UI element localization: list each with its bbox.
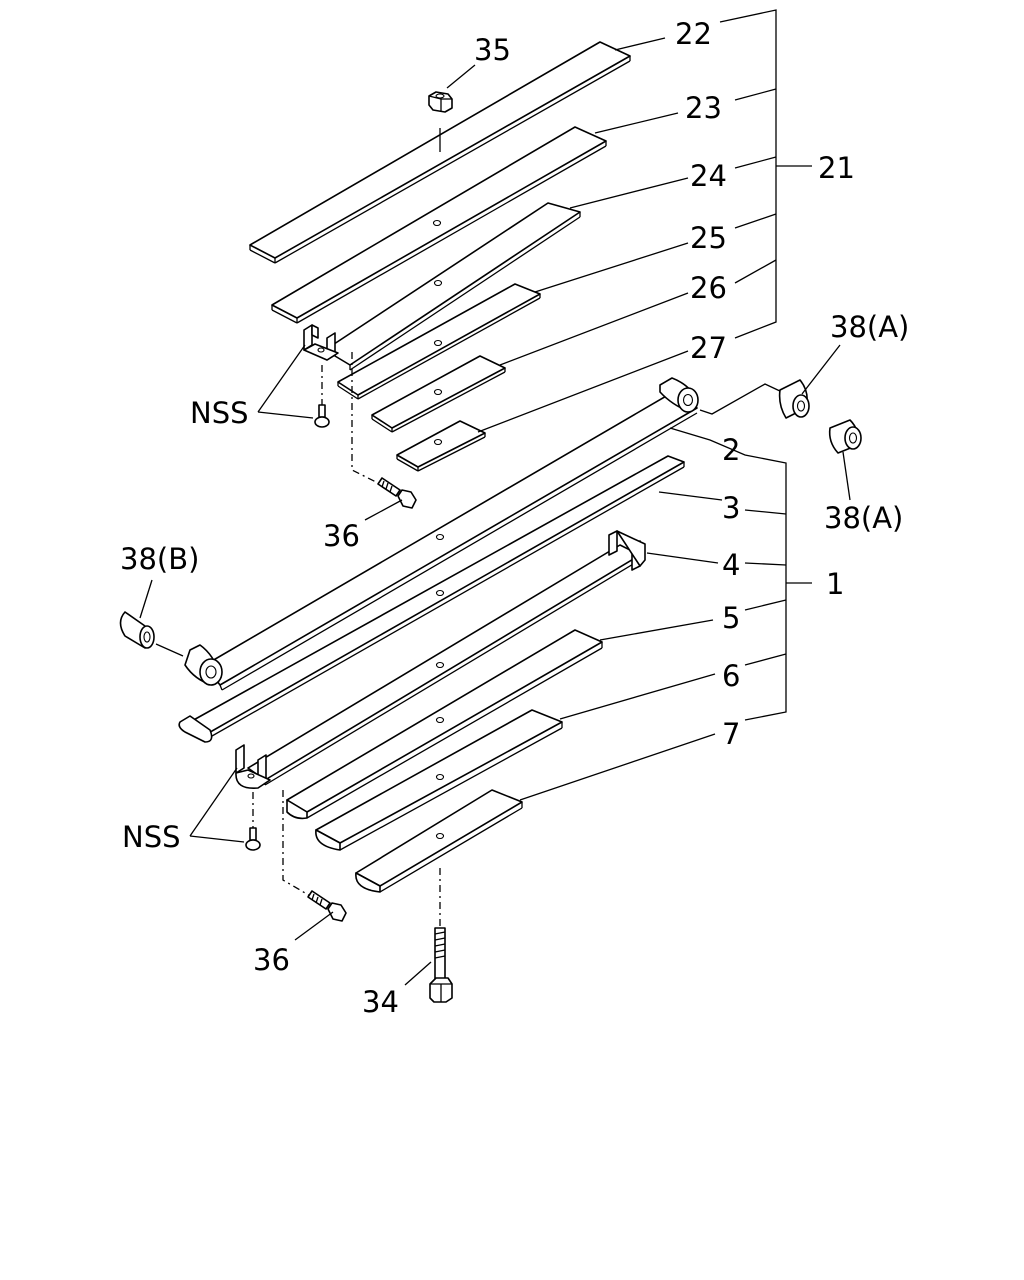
callout-27: 27 [690,331,727,365]
lower-clip-bolt [245,792,261,851]
callout-25: 25 [690,221,727,255]
callout-7: 7 [722,717,740,751]
bushing-38a-mid [828,419,862,454]
leaf-6 [315,709,563,851]
callout-2: 2 [722,433,740,467]
main-leaf-2 [184,377,699,691]
leaf-3 [178,455,685,743]
lower-rebound-clip [235,744,271,790]
callout-1: 1 [826,567,844,601]
bushing-38a-top [699,379,810,419]
callout-labels: 35 22 23 24 21 25 26 27 38(A) NSS 36 2 3… [120,17,909,1019]
upper-clip-bolt [314,365,330,428]
callout-35: 35 [474,33,511,67]
callout-6: 6 [722,659,740,693]
callout-24: 24 [690,159,727,193]
callout-22: 22 [675,17,712,51]
callout-36-top: 36 [323,519,360,553]
leaf-5 [286,629,603,820]
bushing-38b [119,611,184,657]
callout-26: 26 [690,271,727,305]
callout-5: 5 [722,601,740,635]
callout-34: 34 [362,985,399,1019]
callout-23: 23 [685,91,722,125]
leaf-4 [247,530,646,786]
lower-bolt-36 [282,790,347,922]
callout-36-bottom: 36 [253,943,290,977]
lower-spring-assembly [119,377,862,1003]
callout-4: 4 [722,548,740,582]
callout-38a-mid: 38(A) [824,501,903,535]
upper-spring-assembly [249,41,631,509]
upper-rebound-clip [303,324,339,361]
upper-bolt-36 [351,352,417,509]
callout-21: 21 [818,151,855,185]
callout-3: 3 [722,491,740,525]
callout-38a-top: 38(A) [830,310,909,344]
callout-nss-top: NSS [190,396,249,430]
leader-lines [139,9,851,986]
nut-35 [428,91,453,113]
callout-nss-bottom: NSS [122,820,181,854]
callout-38b: 38(B) [120,542,199,576]
center-bolt-34 [429,868,453,1003]
leaf-7 [355,789,523,893]
